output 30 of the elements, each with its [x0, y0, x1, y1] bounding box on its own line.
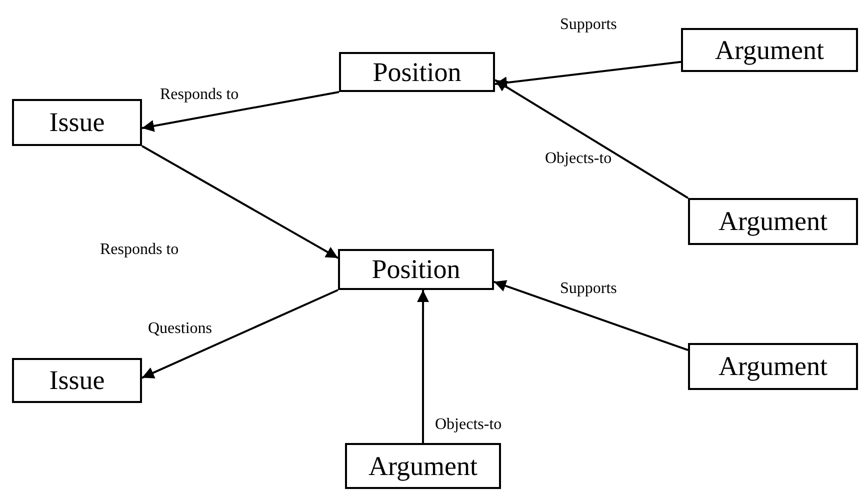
node-label: Argument: [718, 351, 828, 382]
arrow: [142, 145, 338, 259]
node-label: Argument: [718, 206, 828, 237]
edge-label: Questions: [148, 320, 212, 338]
edge-label: Responds to: [160, 86, 239, 104]
node-box: [688, 343, 858, 390]
edge-label: Objects-to: [545, 150, 612, 168]
node-label: Position: [372, 254, 460, 285]
arrow: [494, 280, 688, 351]
arrow: [142, 289, 338, 379]
node-box: [345, 443, 501, 489]
node-label: Argument: [368, 450, 478, 482]
edge-label: Objects-to: [435, 416, 502, 434]
arrow: [494, 79, 689, 199]
node-box: [338, 249, 494, 290]
arrow: [417, 290, 430, 443]
node-box: [339, 52, 495, 92]
node-label: Argument: [715, 34, 824, 66]
node-label: Issue: [49, 107, 105, 138]
edge-label: Supports: [560, 16, 617, 34]
node-label: Issue: [49, 365, 105, 396]
node-box: [688, 198, 858, 245]
node-box: [12, 358, 142, 403]
arrow: [142, 91, 340, 132]
node-box: [12, 99, 142, 146]
arrow: [494, 60, 682, 89]
edge-label: Responds to: [100, 241, 179, 259]
node-label: Position: [372, 56, 462, 88]
edge-label: Supports: [560, 280, 617, 298]
node-box: [681, 28, 858, 72]
